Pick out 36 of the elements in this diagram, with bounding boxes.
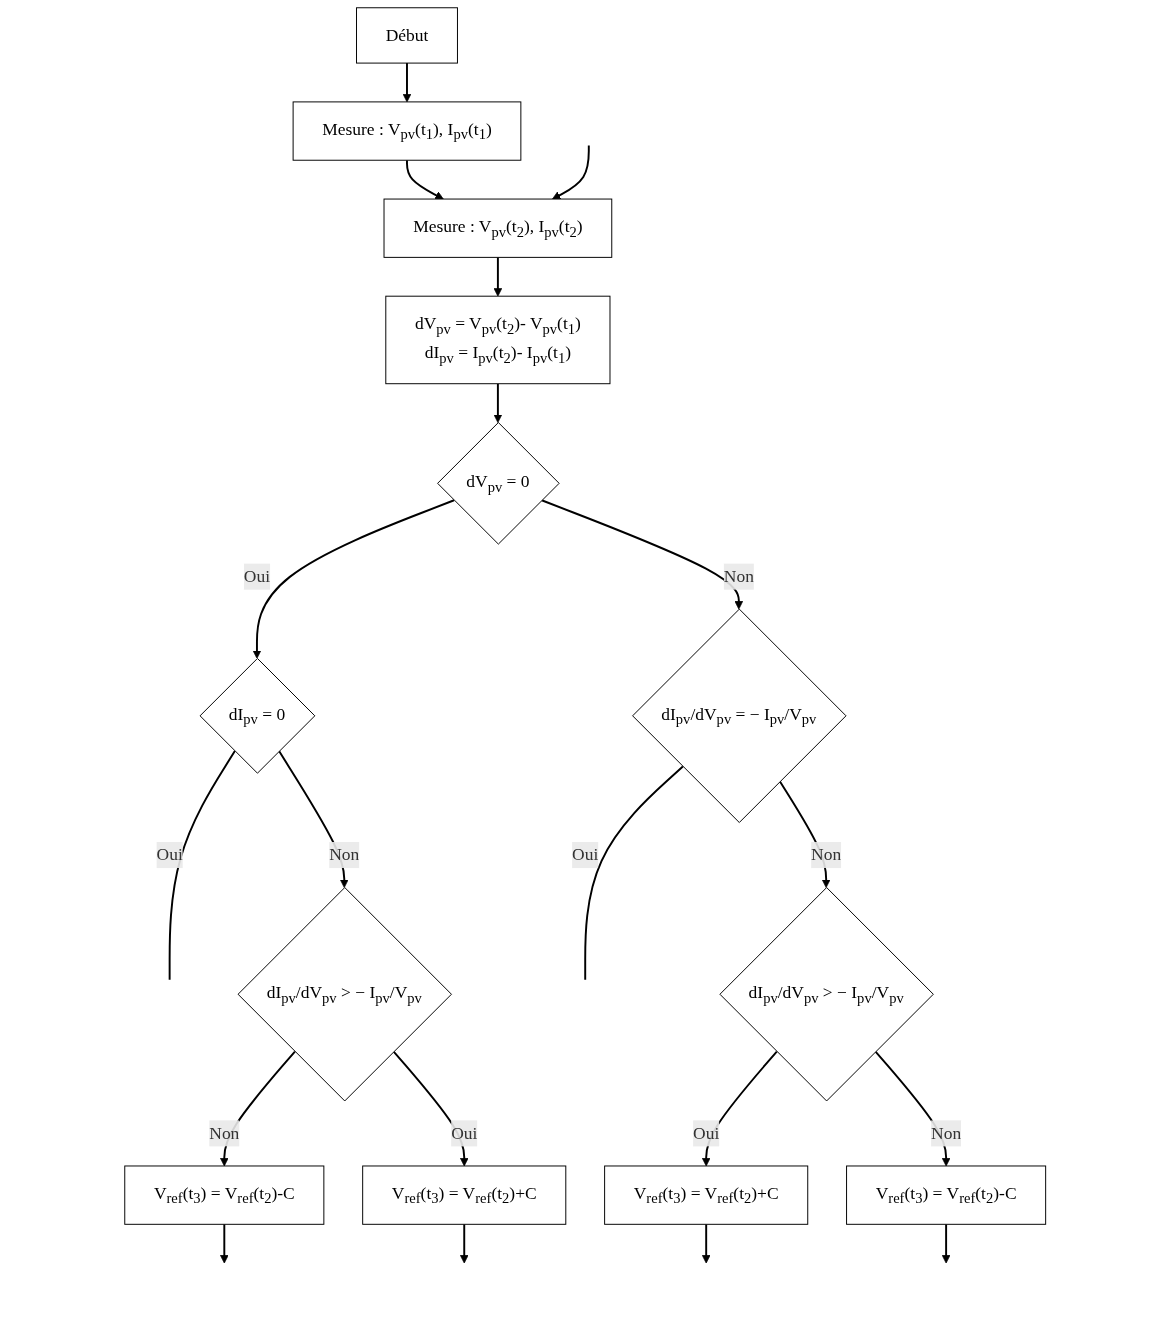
edge-label: Oui xyxy=(244,566,271,586)
arrow xyxy=(702,1223,711,1264)
node-diamond: dV$_{pv}$ = 0 xyxy=(437,422,560,545)
node-box: Mesure : V$_{pv}$(t$_{2}$), I$_{pv}$(t$_{2}$) xyxy=(383,198,613,258)
edge-label: Oui xyxy=(572,844,599,865)
edge-label: Non xyxy=(329,844,360,865)
node-diamond: dI$_{pv}$/dV$_{pv}$ = − I$_{pv}$/V$_{pv}$ xyxy=(632,608,847,823)
node-diamond: dI$_{pv}$ = 0 xyxy=(199,657,316,774)
arrow xyxy=(552,144,591,200)
node-box: V$_{ref}$(t$_{3}$) = V$_{ref}$(t$_{2}$)+C xyxy=(604,1165,809,1225)
arrow xyxy=(252,499,456,659)
edge-label: Oui xyxy=(451,1123,478,1143)
node-box: V$_{ref}$(t$_{3}$) = V$_{ref}$(t$_{2}$)-C xyxy=(846,1165,1047,1225)
node-box: Début xyxy=(356,7,459,64)
arrow xyxy=(541,499,744,610)
node-box: Mesure : V$_{pv}$(t$_{1}$), I$_{pv}$(t$_{1}$) xyxy=(292,101,522,161)
node-box: V$_{ref}$(t$_{3}$) = V$_{ref}$(t$_{2}$)+C xyxy=(362,1165,567,1225)
arrow xyxy=(942,1223,951,1264)
arrow xyxy=(403,62,412,103)
edge-label: Non xyxy=(931,1123,962,1143)
node-box: dV$_{pv}$ = V$_{pv}$(t$_{2}$)- V$_{pv}$(t$_{1}$) dI$_{pv}$ = I$_{pv}$(t$_{2}$)- I$_{pv}$(t$_{1}$) xyxy=(385,295,611,385)
arrow xyxy=(493,382,503,423)
connector xyxy=(584,765,685,981)
arrow xyxy=(493,256,503,297)
arrow xyxy=(406,159,444,200)
node-diamond: dI$_{pv}$/dV$_{pv}$ > − I$_{pv}$/V$_{pv}$ xyxy=(719,887,935,1102)
node-diamond: dI$_{pv}$/dV$_{pv}$ > − I$_{pv}$/V$_{pv}$ xyxy=(237,887,453,1102)
edge-label: Non xyxy=(811,844,842,865)
node-box: V$_{ref}$(t$_{3}$) = V$_{ref}$(t$_{2}$)-C xyxy=(124,1165,325,1225)
arrow xyxy=(220,1223,229,1264)
edge-label: Non xyxy=(209,1123,240,1143)
edge-label: Oui xyxy=(156,844,184,865)
connector xyxy=(168,750,237,981)
arrow xyxy=(460,1223,469,1264)
edge-label: Oui xyxy=(693,1123,720,1143)
edge-label: Non xyxy=(724,566,755,586)
